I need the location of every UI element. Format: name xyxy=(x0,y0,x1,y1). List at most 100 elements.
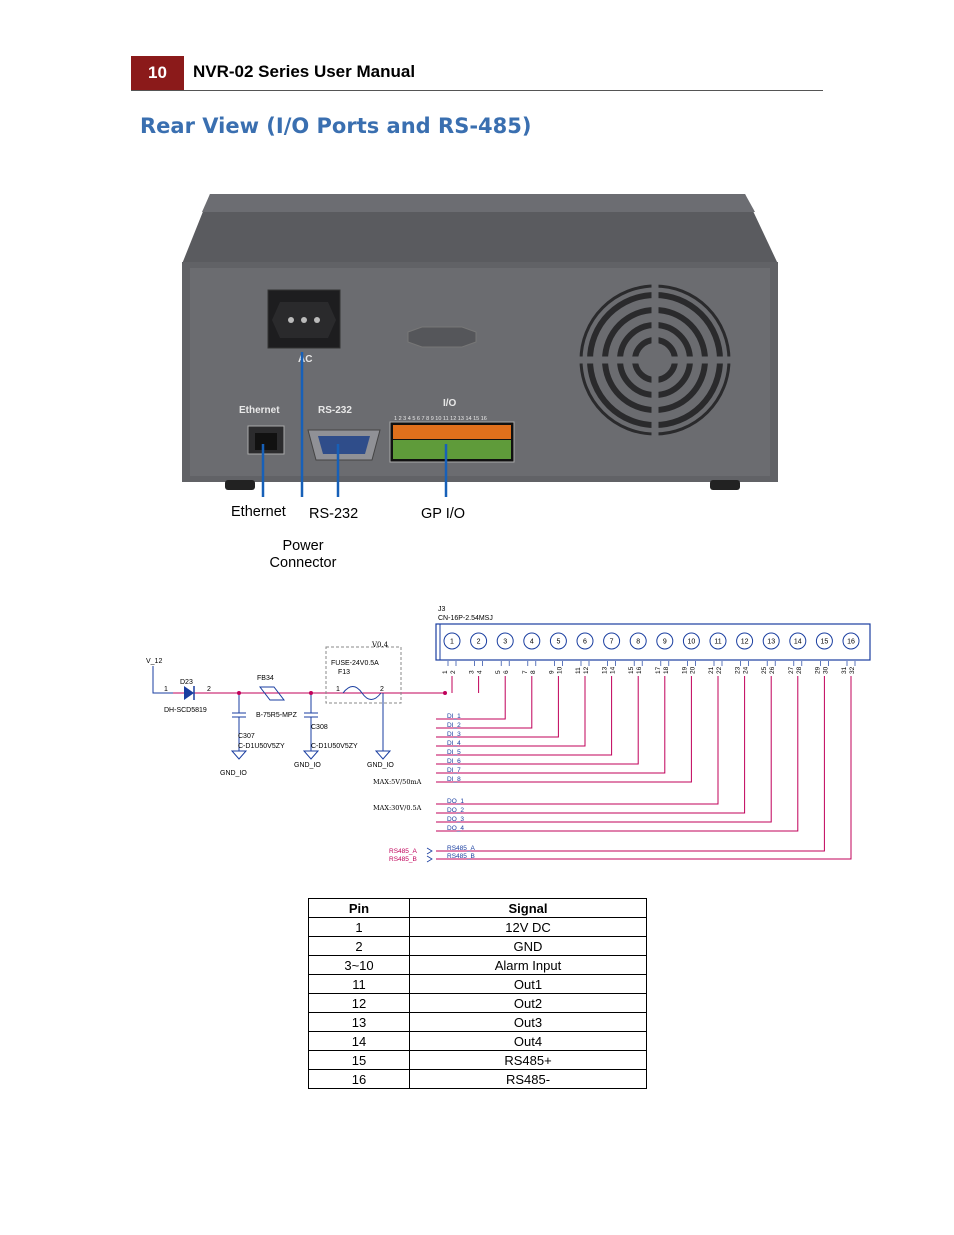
callout-rs232: RS-232 xyxy=(309,506,359,522)
connector-pin-circle xyxy=(682,632,700,650)
do-net-wire xyxy=(436,676,772,823)
panel-label-ethernet: Ethernet xyxy=(239,405,280,416)
di-net-label: DI_4 xyxy=(447,740,461,747)
connector-pin-circle xyxy=(523,632,541,650)
di-net-wire xyxy=(436,676,506,720)
connector-pin-circle xyxy=(443,632,461,650)
power-net-label: V_12 xyxy=(146,658,162,665)
di-net-label: DI_6 xyxy=(447,758,461,765)
connector-pin-label: 10 xyxy=(688,639,696,646)
signal-cell: Alarm Input xyxy=(409,955,647,975)
connector-pin-label: 8 xyxy=(636,639,640,646)
rs485-net-wire xyxy=(436,676,852,860)
connector-pin-circle xyxy=(789,632,807,650)
panel-label-ac: AC xyxy=(298,354,312,365)
connector-pin-circle xyxy=(496,632,514,650)
ferrite-part: B-75R5-MPZ xyxy=(256,712,298,719)
pin-cell: 15 xyxy=(308,1050,410,1070)
signal-cell: Out1 xyxy=(409,974,647,994)
connector-pin-circle xyxy=(656,632,674,650)
document-title: NVR-02 Series User Manual xyxy=(193,62,416,81)
pad-number-label: 2 xyxy=(450,670,457,674)
diode-ref: D23 xyxy=(180,679,193,686)
section-title: Rear View (I/O Ports and RS-485) xyxy=(140,114,532,138)
fuse-outline xyxy=(325,646,402,704)
callout-power-line1: Power xyxy=(282,538,324,554)
pin-cell: 14 xyxy=(308,1031,410,1051)
connector-pin-label: 11 xyxy=(714,639,721,646)
callout-power-connector: Power Connector xyxy=(266,538,340,572)
do-net-wire xyxy=(436,676,746,814)
do-net-label: DO_1 xyxy=(447,798,464,805)
rs485-net-wire xyxy=(436,676,825,852)
gnd-label-1: GND_IO xyxy=(220,770,247,777)
ac-inlet xyxy=(267,289,341,349)
do-net-wire xyxy=(436,676,719,805)
io-schematic: J3 CN-16P-2.54MSJ V_12 1 2 D23 DH-SCD581… xyxy=(146,606,871,863)
di-net-wire xyxy=(436,676,533,729)
connector-pin-circle xyxy=(842,632,860,650)
pad-number-label: 32 xyxy=(849,666,856,674)
callout-power-line2: Connector xyxy=(269,555,337,571)
connector-pin-circle xyxy=(470,632,488,650)
pin-cell: 13 xyxy=(308,1012,410,1032)
header-divider xyxy=(131,90,823,91)
connector-pin-circle xyxy=(709,632,727,650)
pad-number-label: 6 xyxy=(503,670,510,674)
connector-pin-label: 14 xyxy=(794,639,802,646)
gnd-label-3: GND_IO xyxy=(367,762,394,769)
rs485-port-label: RS485_B xyxy=(389,856,417,863)
pin-cell: 16 xyxy=(308,1069,410,1089)
pad-number-label: 9 xyxy=(548,670,555,674)
pin-column-header: Pin xyxy=(308,898,410,918)
pad-number-label: 8 xyxy=(530,670,537,674)
pad-number-label: 13 xyxy=(602,666,609,674)
pad-number-label: 26 xyxy=(769,666,776,674)
diode-pin1: 1 xyxy=(164,686,168,693)
connector-j3-body xyxy=(435,623,871,661)
connector-pin-label: 16 xyxy=(847,639,855,646)
pad-number-label: 30 xyxy=(822,666,829,674)
signal-cell: RS485+ xyxy=(409,1050,647,1070)
connector-pin-label: 9 xyxy=(663,639,667,646)
pad-number-label: 10 xyxy=(556,666,563,674)
connector-pin-circle xyxy=(549,632,567,650)
di-net-label: DI_7 xyxy=(447,767,461,774)
fuse-box-label: V0.4 xyxy=(371,641,389,649)
pin-cell: 2 xyxy=(308,936,410,956)
gnd-label-2: GND_IO xyxy=(294,762,321,769)
do-net-label: DO_4 xyxy=(447,825,464,832)
connector-pin-circle xyxy=(762,632,780,650)
pad-number-label: 14 xyxy=(610,666,617,674)
pin-table-header-row: Pin Signal xyxy=(308,898,647,918)
pad-number-label: 22 xyxy=(716,666,723,674)
pad-number-label: 19 xyxy=(681,666,688,674)
connector-pin-circle xyxy=(815,632,833,650)
pin-cell: 11 xyxy=(308,974,410,994)
rs485-net-label: RS485_A xyxy=(447,845,475,852)
ferrite-fb34 xyxy=(258,686,286,701)
diode-d23 xyxy=(184,686,195,700)
pin-cell: 3~10 xyxy=(308,955,410,975)
cap2-ref: C308 xyxy=(311,724,328,731)
connector-pin-label: 15 xyxy=(821,639,829,646)
rs485-port-arrow xyxy=(426,847,433,855)
panel-label-rs232: RS-232 xyxy=(318,405,352,416)
signal-cell: Out4 xyxy=(409,1031,647,1051)
di-net-label: DI_2 xyxy=(447,722,461,729)
cap1-ref: C307 xyxy=(238,733,255,740)
connector-pin-label: 7 xyxy=(610,639,614,646)
di-net-label: DI_1 xyxy=(447,713,461,720)
di-max-note: MAX:5V/50mA xyxy=(373,778,422,786)
pin-cell: 1 xyxy=(308,917,410,937)
do-net-wire xyxy=(436,676,799,832)
di-net-label: DI_3 xyxy=(447,731,461,738)
signal-cell: Out2 xyxy=(409,993,647,1013)
connector-pin-circle xyxy=(736,632,754,650)
connector-pin-label: 12 xyxy=(741,639,749,646)
fuse-f13 xyxy=(342,686,382,700)
